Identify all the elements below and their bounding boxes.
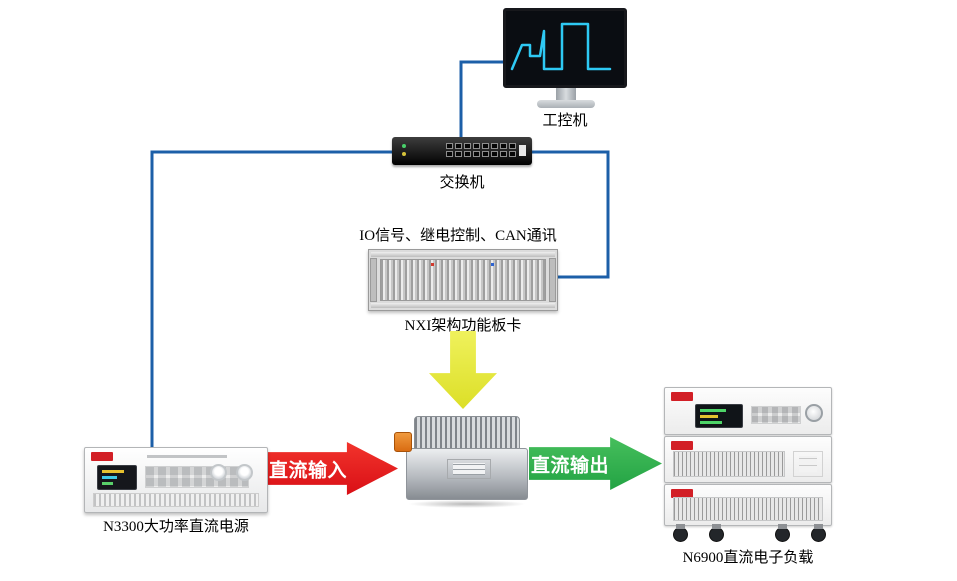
caster-wheel [710,524,723,541]
dc-electronic-load [664,387,832,543]
psu-vents [93,493,259,507]
network-switch [392,137,532,165]
io-bus-note: IO信号、继电控制、CAN通讯 [359,228,557,244]
ethernet-port [482,151,489,157]
ethernet-port [446,143,453,149]
load-unit-bottom [664,484,832,526]
rack-rail [371,252,555,257]
waveform-graph [510,22,612,71]
dut-connector [394,432,412,452]
dc-output-arrow-label: 直流输出 [531,454,610,476]
nxi-rack [368,249,558,311]
monitor-base [537,100,595,108]
ethernet-port [455,143,462,149]
dut-nameplate [447,459,491,479]
connection-switch-source [150,150,394,452]
ethernet-port [509,143,516,149]
ethernet-port [491,151,498,157]
caster-wheel [776,524,789,541]
rack-ear [549,258,556,302]
load-vents [673,497,823,521]
dc-power-source-label: N3300大功率直流电源 [103,519,249,535]
ethernet-port [464,143,471,149]
monitor-stand [556,88,576,101]
switch-led-icon [402,152,406,156]
output-socket [236,464,253,481]
brand-logo [671,441,693,450]
load-vents [673,451,785,477]
dc-input-arrow: 直流输入 [267,442,398,495]
switch-led-icon [402,144,406,148]
switch-ports [446,143,516,157]
brand-logo [671,392,693,401]
output-socket [210,464,227,481]
display-readout [102,470,124,473]
display-readout [700,409,726,412]
ethernet-port [491,143,498,149]
ethernet-port [509,151,516,157]
panel-title-strip [147,455,227,458]
ethernet-port [446,151,453,157]
caster-wheel [674,524,687,541]
load-side-panel [793,451,823,477]
rack-rail [371,303,555,308]
brand-logo [91,452,113,461]
control-arrow-down-icon [429,331,497,409]
ethernet-port [473,143,480,149]
display-readout [102,482,113,485]
load-keypad [751,406,801,424]
switch-label-tag [519,145,526,156]
dc-output-arrow: 直流输出 [529,437,662,490]
monitor-screen [503,8,627,88]
nxi-rack-label: NXI架构功能板卡 [404,318,522,334]
display-readout [102,476,117,479]
dc-power-source [84,447,268,513]
network-switch-label: 交换机 [439,175,485,191]
dut-shadow [408,500,526,508]
ethernet-port [464,151,471,157]
psu-keypad [145,466,249,488]
rack-card-slots [380,259,546,301]
load-display [695,404,743,428]
dut-body [406,448,528,500]
dc-input-arrow-label: 直流输入 [269,459,348,481]
ethernet-port [500,143,507,149]
industrial-pc-label: 工控机 [542,113,588,129]
waveform-trace [510,22,612,71]
ethernet-port [455,151,462,157]
ethernet-port [473,151,480,157]
display-readout [700,421,722,424]
rack-led-icon [491,263,494,266]
load-unit-top [664,387,832,435]
rotary-knob [805,404,823,422]
brand-logo [671,489,693,498]
display-readout [700,415,718,418]
ethernet-port [482,143,489,149]
psu-display [97,465,137,490]
dut-heatsink-fins [414,416,520,450]
dc-electronic-load-label: N6900直流电子负载 [682,550,814,566]
caster-wheel [812,524,825,541]
load-unit-middle [664,436,832,483]
rack-ear [370,258,377,302]
connection-pc-switch [459,60,506,139]
rack-led-icon [431,263,434,266]
device-under-test [394,416,528,508]
ethernet-port [500,151,507,157]
